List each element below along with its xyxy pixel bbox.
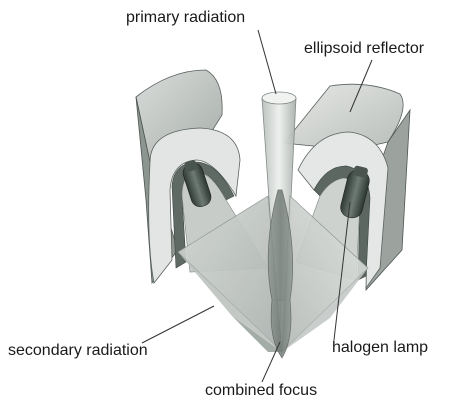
leader-secondary-radiation [142,306,214,343]
label-combined-focus: combined focus [205,383,317,399]
label-halogen-lamp: halogen lamp [332,340,428,356]
leader-primary-radiation [258,30,276,94]
label-primary-radiation: primary radiation [126,10,245,26]
label-secondary-radiation: secondary radiation [8,343,148,359]
label-ellipsoid-reflector: ellipsoid reflector [304,41,424,57]
